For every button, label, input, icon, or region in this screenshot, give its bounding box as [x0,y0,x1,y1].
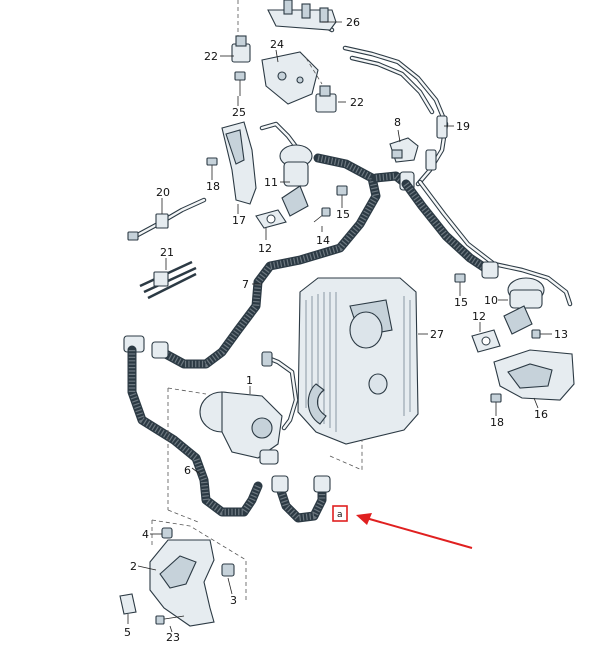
leader-lines [137,21,552,633]
callout-19: 19 [456,120,470,133]
bolt-15-upper [336,185,348,206]
valve-8 [389,137,419,163]
callout-8: 8 [394,116,401,129]
bolt-13 [531,329,548,339]
callout-22-lower: 22 [350,96,364,109]
callout-15-upper: 15 [336,208,350,221]
assembly-lines [151,0,363,600]
callout-15-lower: 15 [454,296,468,309]
marker-a-label: a [337,510,343,520]
callout-21: 21 [160,246,174,259]
valve-22-lower [315,85,337,113]
callout-12-lower: 12 [472,310,486,323]
callout-13: 13 [554,328,568,341]
callout-17: 17 [232,214,246,227]
heat-shield-16 [493,349,575,401]
cable-tie-21 [139,260,197,300]
callout-6: 6 [184,464,191,477]
callout-20: 20 [156,186,170,199]
callout-4: 4 [142,528,149,541]
air-pump-1 [199,351,299,465]
callout-14: 14 [316,234,330,247]
callout-22-upper: 22 [204,50,218,63]
callout-1: 1 [246,374,253,387]
valve-11 [259,121,313,217]
callout-18-lower: 18 [490,416,504,429]
bracket-rail-26 [267,0,337,31]
callout-25: 25 [232,106,246,119]
callout-27: 27 [430,328,444,341]
red-arrow-line [365,517,473,549]
gasket-12-upper [255,209,287,229]
hose-right [401,179,499,279]
bolt-18-lower [490,393,502,412]
callout-24: 24 [270,38,284,51]
hose-a [271,475,331,523]
gasket-12-lower [471,329,501,353]
bolt-25 [234,71,246,96]
bolt-14 [313,207,331,223]
bolt-15-lower [454,273,466,292]
callout-12-upper: 12 [258,242,272,255]
callout-3: 3 [230,594,237,607]
bracket-2 [149,539,215,627]
callout-16: 16 [534,408,548,421]
nut-3 [221,563,235,577]
callout-5: 5 [124,626,131,639]
callout-2: 2 [130,560,137,573]
bolt-18-upper [206,157,218,178]
cable-tie-20 [127,197,207,241]
callout-26: 26 [346,16,360,29]
nut-4 [161,527,173,539]
callout-11: 11 [264,176,278,189]
air-filter-housing-27 [297,277,419,445]
valve-22-upper [231,35,251,63]
bracket-5 [119,593,137,624]
hose-6 [127,345,263,517]
valve-10 [503,277,545,335]
callout-labels: 26 22 24 25 22 19 8 11 18 17 20 12 14 15… [124,16,568,644]
callout-23: 23 [166,631,180,644]
bolt-23 [155,615,185,625]
bracket-24 [261,51,319,105]
red-arrow-head [356,513,372,525]
callout-7: 7 [242,278,249,291]
highlight-marker: a [332,505,473,549]
heat-shield-17 [221,121,257,205]
callout-18-upper: 18 [206,180,220,193]
callout-10: 10 [484,294,498,307]
marker-a-box [332,505,348,522]
